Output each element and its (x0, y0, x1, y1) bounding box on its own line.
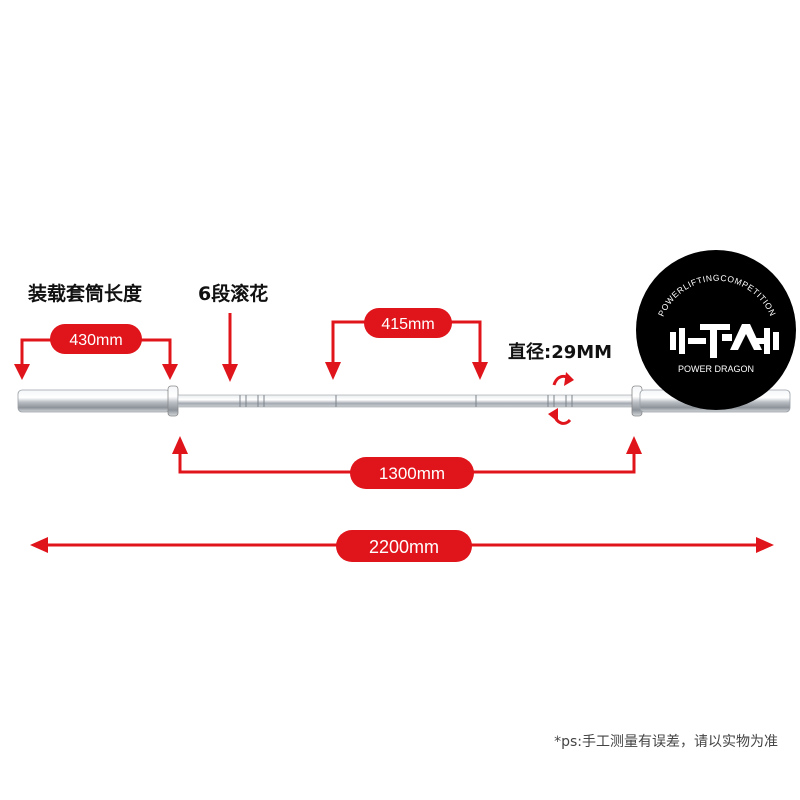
sleeve-dimension-marker: 430mm (14, 324, 178, 380)
knurling-marks (239, 395, 573, 407)
shaft-dimension-pill (350, 457, 474, 489)
total-dimension-pill (336, 530, 472, 562)
center-gap-dimension-value: 415mm (381, 316, 434, 333)
shaft-dimension-value: 1300mm (379, 464, 445, 483)
total-dimension-value: 2200mm (369, 537, 439, 557)
logo-brand-text: POWER DRAGON (678, 364, 754, 374)
sleeve-length-label: 装载套筒长度 (27, 282, 143, 305)
center-gap-dimension-marker: 415mm (325, 308, 488, 380)
measurement-footnote: *ps:手工测量有误差，请以实物为准 (554, 734, 778, 750)
power-dragon-logo: POWERLIFTINGCOMPETITION POWER DRAGON (636, 250, 796, 410)
knurling-label: 6段滚花 (198, 282, 268, 305)
knurling-arrow (222, 313, 238, 382)
shaft-dimension-marker: 1300mm (172, 436, 642, 489)
sleeve-dimension-value: 430mm (69, 332, 122, 349)
center-gap-dimension-pill (364, 308, 452, 338)
left-collar (167, 385, 179, 417)
total-dimension-marker: 2200mm (30, 530, 774, 562)
logo-mark-icon (670, 324, 779, 358)
left-sleeve (17, 389, 171, 413)
diameter-rotation-icon (548, 372, 574, 425)
sleeve-dimension-pill (50, 324, 142, 354)
diameter-label: 直径:29MM (508, 341, 612, 363)
